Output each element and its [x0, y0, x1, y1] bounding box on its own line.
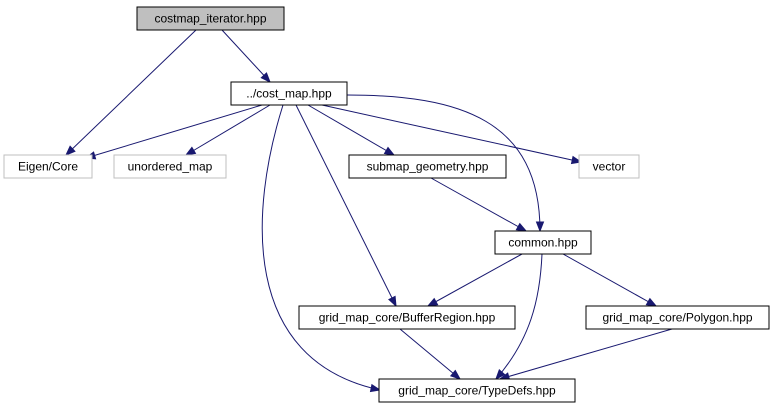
edge-line — [495, 253, 543, 380]
node-box — [348, 154, 507, 179]
edge-arrowhead — [449, 369, 462, 380]
edge-line — [307, 104, 395, 156]
edge-cost_map-to-submap_geometry — [307, 104, 396, 156]
edge-arrowhead — [369, 383, 382, 393]
edge-buffer_region-to-typedefs — [399, 328, 462, 380]
node-label: Eigen/Core — [18, 160, 78, 174]
edge-arrowhead — [184, 146, 197, 156]
edges-layer — [65, 29, 673, 393]
node-box — [578, 154, 640, 179]
edge-arrowhead — [515, 222, 528, 232]
edge-cost_map-to-typedefs — [261, 104, 382, 393]
edge-common-to-buffer_region — [426, 253, 523, 307]
edge-arrowhead — [645, 297, 658, 307]
edge-common-to-typedefs — [495, 253, 543, 381]
edge-arrowhead — [388, 295, 397, 308]
edge-line — [346, 94, 541, 232]
edge-line — [321, 104, 582, 163]
edge-costmap_iterator-to-eigen_core — [65, 29, 197, 156]
edge-arrowhead — [426, 297, 439, 307]
node-label: unordered_map — [128, 160, 213, 174]
edge-cost_map-to-unordered_map — [184, 104, 271, 156]
edge-line — [399, 328, 461, 380]
edge-line — [185, 104, 271, 156]
edge-arrowhead — [260, 72, 271, 84]
node-label: vector — [593, 160, 626, 174]
edge-arrowhead — [65, 145, 76, 156]
edge-cost_map-to-common — [346, 94, 545, 233]
node-label: grid_map_core/TypeDefs.hpp — [398, 384, 556, 398]
edge-line — [295, 104, 397, 307]
edge-common-to-polygon — [562, 253, 658, 307]
node-box — [494, 230, 592, 255]
node-box — [113, 154, 227, 179]
edge-line — [261, 104, 381, 391]
node-label: common.hpp — [508, 236, 578, 250]
node-submap-geometry[interactable]: submap_geometry.hpp — [348, 154, 507, 179]
edge-arrowhead — [495, 369, 506, 381]
edge-line — [499, 328, 673, 380]
edge-costmap_iterator-to-cost_map — [221, 29, 271, 84]
node-polygon[interactable]: grid_map_core/Polygon.hpp — [585, 305, 770, 330]
node-label: ../cost_map.hpp — [246, 87, 332, 101]
node-box — [378, 378, 576, 403]
edge-arrowhead — [383, 146, 396, 156]
node-box — [136, 6, 285, 31]
edge-line — [430, 177, 527, 232]
node-label: submap_geometry.hpp — [367, 160, 489, 174]
edge-line — [427, 253, 523, 307]
edge-arrowhead — [535, 221, 545, 233]
node-vector: vector — [578, 154, 640, 179]
nodes-layer: costmap_iterator.hpp ../cost_map.hppEigen… — [3, 6, 770, 403]
node-costmap-iterator[interactable]: costmap_iterator.hpp — [136, 6, 285, 31]
node-unordered-map: unordered_map — [113, 154, 227, 179]
node-cost-map[interactable]: ../cost_map.hpp — [230, 81, 348, 106]
node-buffer-region[interactable]: grid_map_core/BufferRegion.hpp — [298, 305, 516, 330]
edge-cost_map-to-buffer_region — [295, 104, 397, 308]
edge-cost_map-to-eigen_core — [84, 104, 263, 160]
edge-line — [85, 104, 263, 159]
edge-line — [562, 253, 657, 307]
node-box — [3, 154, 93, 179]
node-label: grid_map_core/BufferRegion.hpp — [319, 311, 496, 325]
node-eigen-core: Eigen/Core — [3, 154, 93, 179]
edge-polygon-to-typedefs — [498, 328, 673, 381]
edge-line — [65, 29, 197, 156]
edge-line — [221, 29, 271, 83]
node-label: grid_map_core/Polygon.hpp — [602, 311, 752, 325]
node-box — [585, 305, 770, 330]
node-box — [230, 81, 348, 106]
node-typedefs[interactable]: grid_map_core/TypeDefs.hpp — [378, 378, 576, 403]
node-common[interactable]: common.hpp — [494, 230, 592, 255]
edge-submap_geometry-to-common — [430, 177, 528, 232]
node-label: costmap_iterator.hpp — [154, 12, 266, 26]
node-box — [298, 305, 516, 330]
